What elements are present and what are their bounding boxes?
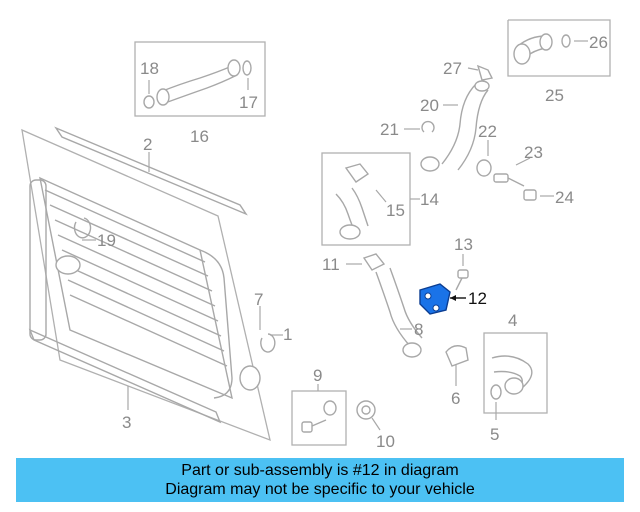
banner-line-2: Diagram may not be specific to your vehi… bbox=[165, 481, 475, 498]
callout-21: 21 bbox=[380, 120, 399, 139]
callout-6: 6 bbox=[451, 389, 460, 408]
parts-diagram: 1 2 3 4 5 6 7 8 9 10 11 12 13 14 15 16 1… bbox=[21, 19, 611, 451]
callout-3: 3 bbox=[122, 413, 131, 432]
box-15-hose-assembly bbox=[321, 152, 420, 246]
box-16-hose-assembly bbox=[134, 41, 266, 117]
callout-24: 24 bbox=[555, 188, 574, 207]
callout-13: 13 bbox=[454, 235, 473, 254]
sleeve-22 bbox=[476, 140, 492, 177]
box-25-hose bbox=[507, 19, 611, 77]
info-banner: Part or sub-assembly is #12 in diagram D… bbox=[16, 458, 624, 502]
clip-21 bbox=[404, 120, 435, 133]
hose-8 bbox=[346, 253, 423, 358]
callout-7: 7 bbox=[254, 290, 263, 309]
o-ring-19 bbox=[73, 217, 96, 241]
callout-5: 5 bbox=[490, 425, 499, 444]
top-seal-strip bbox=[54, 126, 248, 216]
callout-20: 20 bbox=[420, 96, 439, 115]
callout-8: 8 bbox=[414, 320, 423, 339]
callout-11: 11 bbox=[322, 255, 340, 274]
callout-26: 26 bbox=[589, 33, 608, 52]
callout-15: 15 bbox=[386, 201, 405, 220]
callout-14: 14 bbox=[420, 190, 439, 209]
callout-16: 16 bbox=[190, 127, 209, 146]
callout-27: 27 bbox=[443, 59, 462, 78]
bolt-24 bbox=[523, 189, 554, 201]
box-4-hose bbox=[483, 332, 548, 420]
clamp-27 bbox=[467, 64, 494, 81]
bolt-13 bbox=[455, 254, 469, 291]
callout-17: 17 bbox=[239, 93, 258, 112]
callout-10: 10 bbox=[376, 432, 395, 451]
callout-9: 9 bbox=[313, 366, 322, 385]
callout-12: 12 bbox=[468, 289, 487, 308]
grommet-10 bbox=[356, 400, 381, 431]
callout-25: 25 bbox=[545, 86, 564, 105]
callout-22: 22 bbox=[478, 122, 497, 141]
clip-7 bbox=[259, 306, 276, 353]
part-12-highlighted[interactable] bbox=[419, 283, 466, 315]
callout-23: 23 bbox=[524, 143, 543, 162]
callout-2: 2 bbox=[143, 135, 152, 154]
callout-18: 18 bbox=[140, 59, 159, 78]
box-9-fittings bbox=[291, 384, 347, 446]
callout-19: 19 bbox=[97, 231, 116, 250]
clamp-6 bbox=[445, 345, 469, 386]
banner-line-1: Part or sub-assembly is #12 in diagram bbox=[181, 462, 459, 479]
callout-4: 4 bbox=[508, 311, 517, 330]
bottom-seal-strip bbox=[28, 328, 222, 424]
charge-pipe-20 bbox=[420, 80, 490, 172]
bolt-23 bbox=[493, 157, 531, 187]
callout-1: 1 bbox=[283, 325, 292, 344]
intercooler-radiator bbox=[21, 128, 283, 442]
